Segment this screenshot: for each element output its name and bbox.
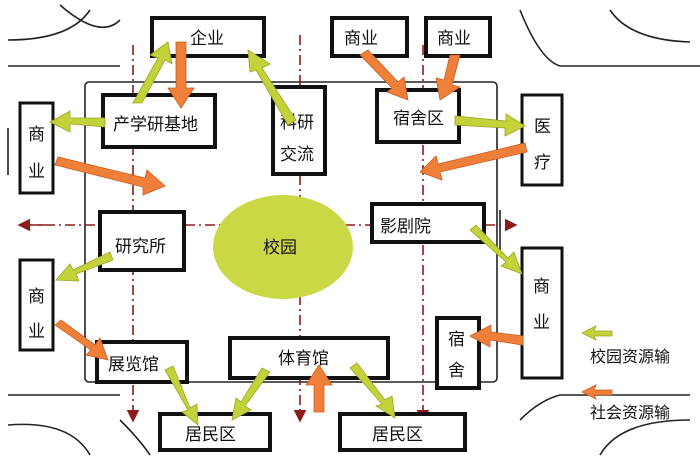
campus-resource-arrows xyxy=(49,41,526,426)
commerce-left-top-char-2: 业 xyxy=(28,162,45,182)
block-research-institute: 研究所 xyxy=(98,210,186,272)
commerce-left-bottom-char-1: 商 xyxy=(28,287,45,307)
residential-2-label: 居民区 xyxy=(372,425,423,445)
commerce-top-2-label: 商业 xyxy=(437,29,471,49)
dormitory-char-1: 宿 xyxy=(448,330,465,350)
social-resource-arrows xyxy=(54,41,528,413)
legend-social-resource-label: 社会资源输 xyxy=(590,403,670,422)
arrow-gym-to-residential-left xyxy=(231,367,271,421)
block-industry-research-base: 产学研基地 xyxy=(101,93,217,149)
arrow-dorm-to-medical xyxy=(454,113,526,137)
block-residential-2: 居民区 xyxy=(338,412,467,452)
legend: 校园资源输 社会资源输 xyxy=(581,325,670,422)
arrow-research-to-enterprise xyxy=(247,49,297,126)
road-grid xyxy=(7,4,700,456)
arrow-commerce-to-campus xyxy=(54,156,166,196)
medical-char-2: 疗 xyxy=(534,153,551,173)
research-institute-label: 研究所 xyxy=(115,237,166,257)
commerce-left-bottom-char-2: 业 xyxy=(28,322,45,342)
block-residential-1: 居民区 xyxy=(158,412,272,452)
arrow-base-to-commerce xyxy=(49,110,106,133)
block-commerce-top-2: 商业 xyxy=(424,16,492,58)
block-enterprise: 企业 xyxy=(150,16,266,58)
arrow-commerce-to-dorm xyxy=(359,49,409,101)
arrow-institute-to-commerce xyxy=(55,251,114,282)
arrow-commerce-to-dormitory xyxy=(469,324,524,348)
commerce-right-char-1: 商 xyxy=(533,277,550,297)
block-commerce-left-top: 商 业 xyxy=(18,101,55,195)
block-dormitory-area: 宿舍区 xyxy=(375,88,461,144)
legend-campus-arrow-icon xyxy=(581,325,613,341)
industry-research-base-label: 产学研基地 xyxy=(113,115,198,135)
commerce-left-top-char-1: 商 xyxy=(28,125,45,145)
enterprise-label: 企业 xyxy=(190,29,224,49)
gymnasium-label: 体育馆 xyxy=(278,349,329,369)
dormitory-char-2: 舍 xyxy=(448,361,465,381)
block-cinema: 影剧院 xyxy=(370,202,486,244)
legend-social-arrow-icon xyxy=(581,384,613,400)
arrow-cinema-to-commerce xyxy=(469,224,523,275)
dormitory-area-label: 宿舍区 xyxy=(393,109,444,129)
block-commerce-top-1: 商业 xyxy=(330,16,409,58)
arrow-commerce-to-exhibition xyxy=(54,319,109,361)
exhibition-hall-label: 展览馆 xyxy=(108,355,159,375)
arrow-enterprise-to-base xyxy=(167,41,195,109)
research-exchange-line-2: 交流 xyxy=(280,145,314,165)
block-commerce-left-bottom: 商 业 xyxy=(18,258,55,352)
commerce-top-1-label: 商业 xyxy=(344,29,378,49)
block-commerce-right: 商 业 xyxy=(520,246,564,380)
legend-campus-resource-label: 校园资源输 xyxy=(590,347,670,366)
arrow-medical-to-campus xyxy=(419,142,528,181)
block-dormitory: 宿 舍 xyxy=(435,316,481,390)
arrow-base-to-enterprise xyxy=(132,41,173,104)
arrow-gym-to-residential-right xyxy=(349,362,396,419)
arrow-exhibition-to-residential xyxy=(164,365,199,426)
arrow-residential-to-gym xyxy=(305,364,333,413)
residential-1-label: 居民区 xyxy=(185,425,236,445)
block-medical: 医 疗 xyxy=(520,93,564,187)
campus-ellipse xyxy=(213,195,353,299)
campus-label: 校园 xyxy=(263,238,297,258)
cinema-label: 影剧院 xyxy=(380,217,431,237)
commerce-right-char-2: 业 xyxy=(533,313,550,333)
arrow-commerce2-to-dorm xyxy=(435,54,461,101)
medical-char-1: 医 xyxy=(534,117,551,137)
block-research-exchange: 科研 交流 xyxy=(271,85,327,176)
